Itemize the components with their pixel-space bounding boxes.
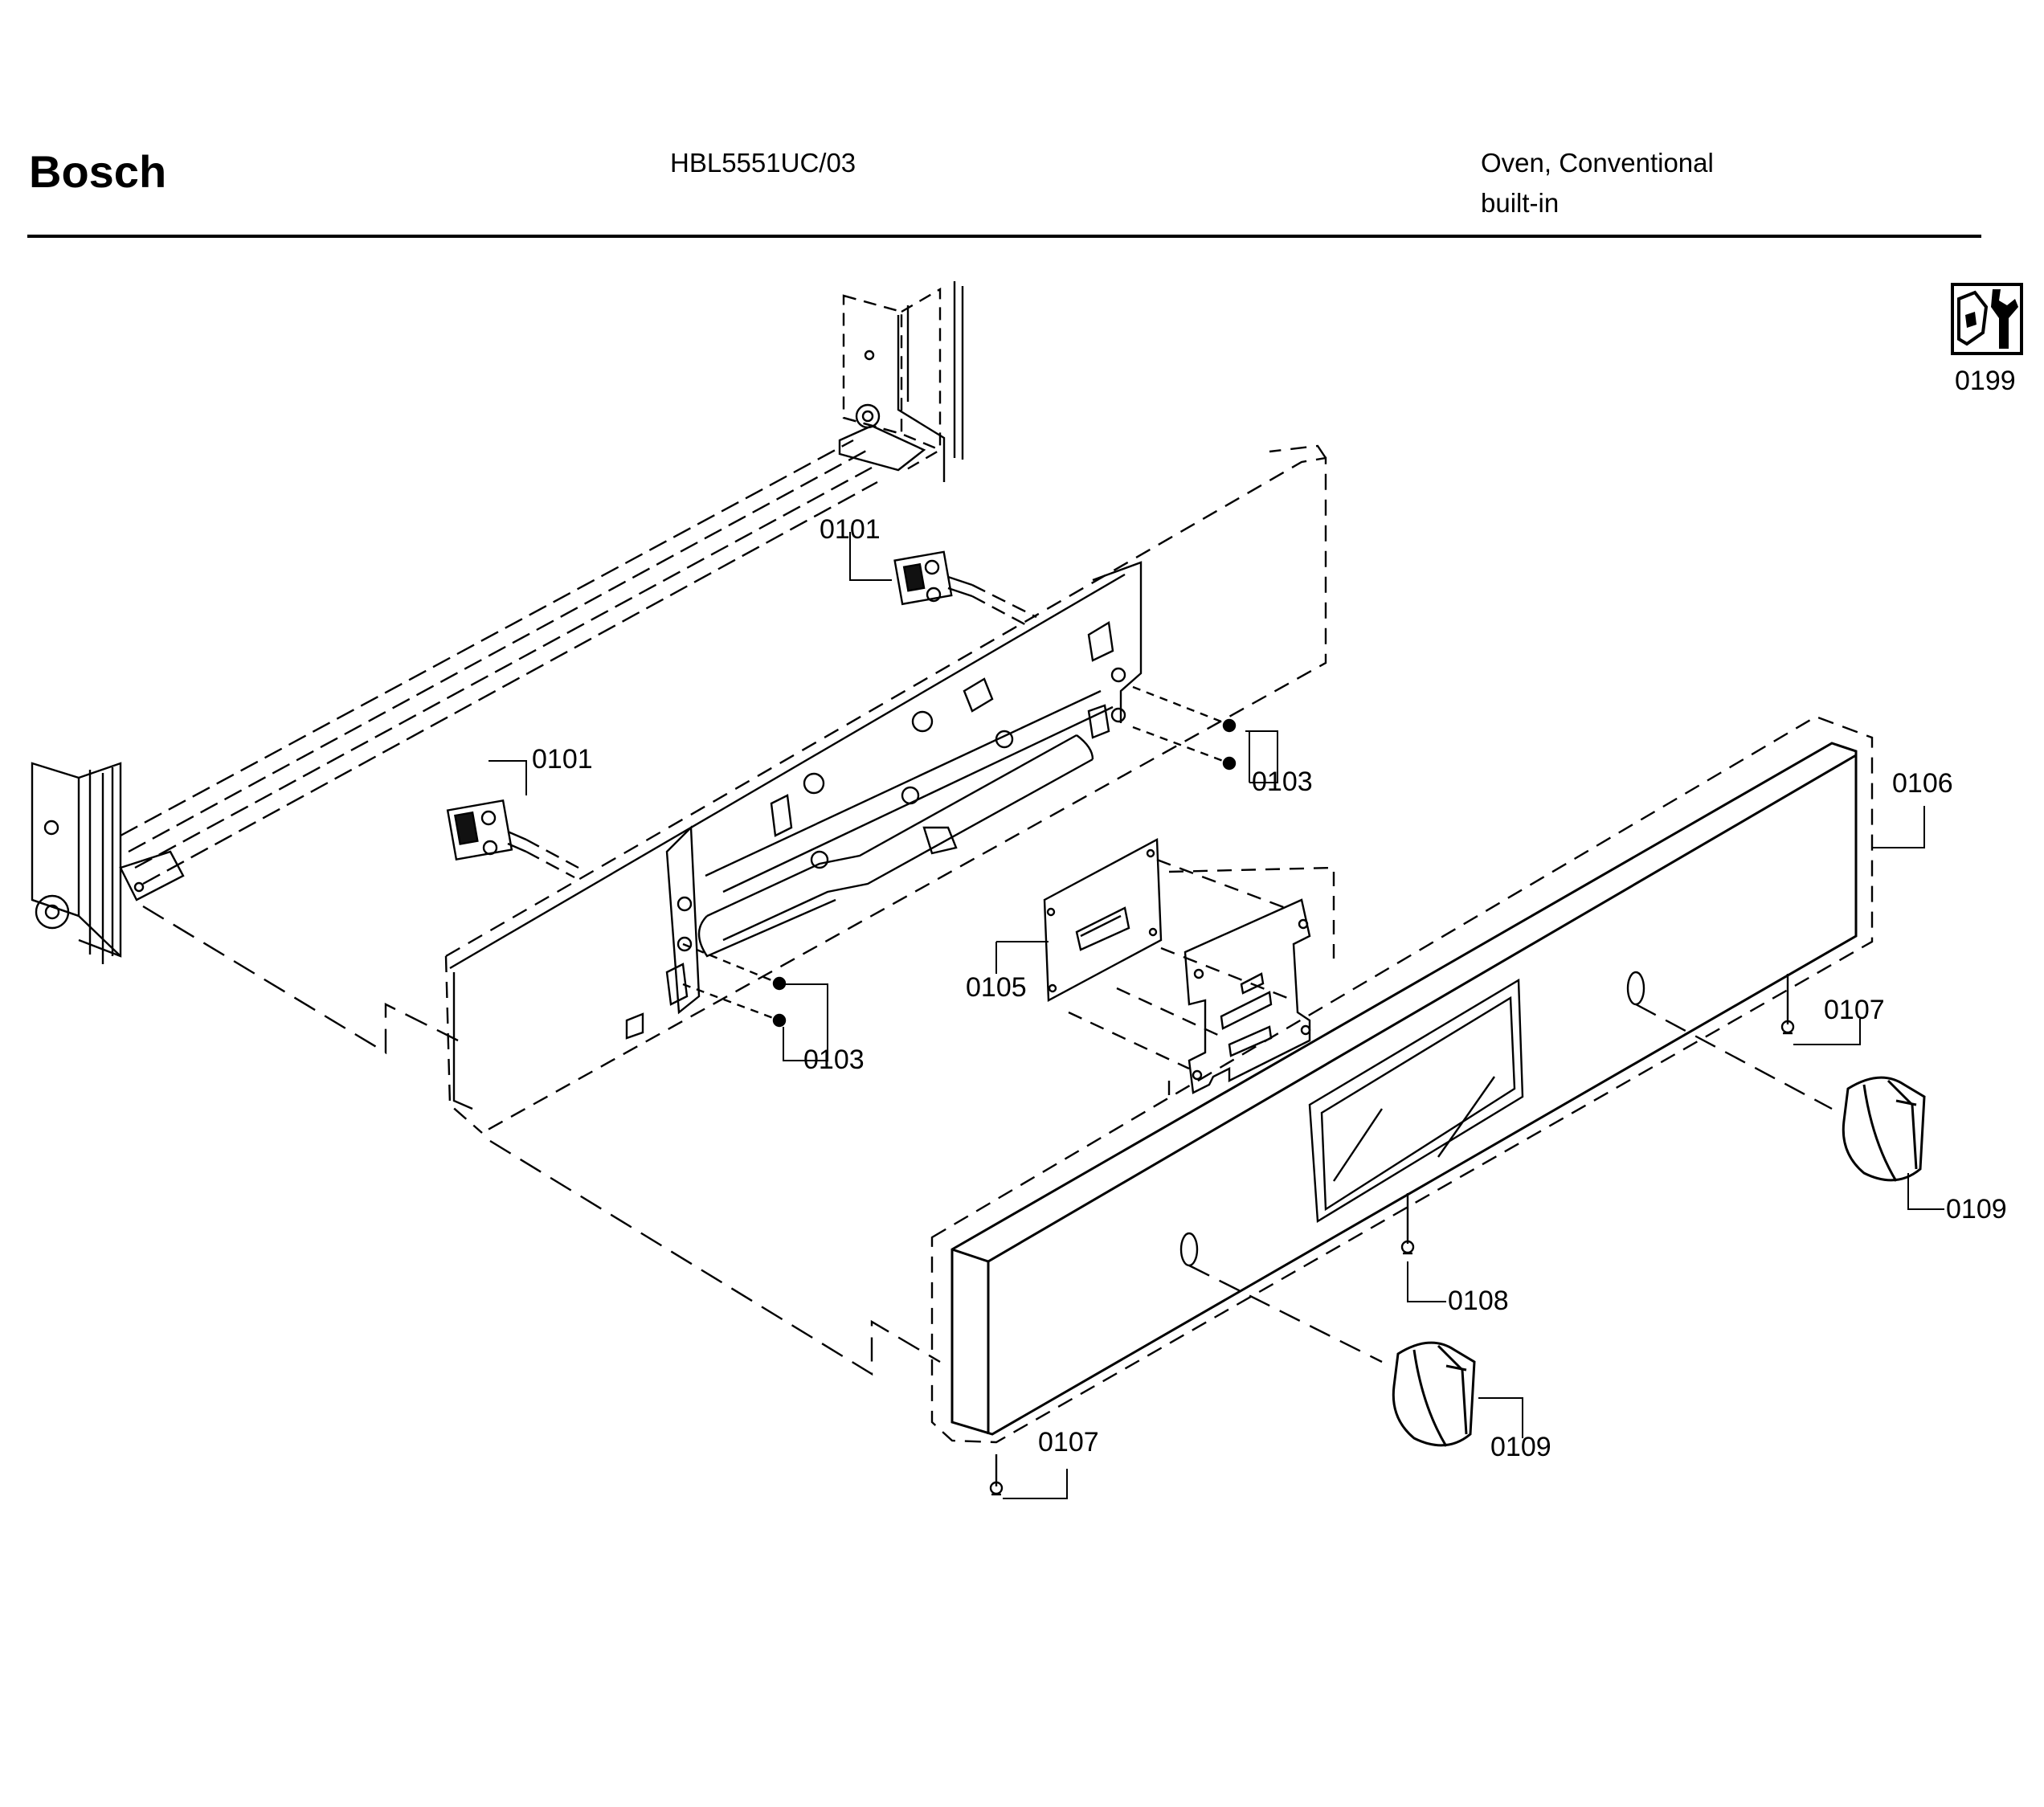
display-window (1308, 978, 1524, 1224)
control-panel-back (444, 444, 1327, 1134)
callout-0107-left: 0107 (1038, 1427, 1099, 1457)
front-fascia-panel (950, 742, 1858, 1436)
leader-lines (489, 532, 1944, 1499)
front-fascia-outline (930, 715, 1874, 1444)
header-rule (27, 235, 1981, 238)
appliance-category: Oven, Conventional (1481, 148, 1714, 178)
control-panel-back-solid (449, 561, 1143, 1110)
fascia-screw-right (1780, 974, 1795, 1035)
appliance-subcategory: built-in (1481, 188, 1560, 218)
fascia-screw-left (989, 1454, 1004, 1496)
callout-0108: 0108 (1448, 1286, 1509, 1316)
selector-switch-lower (446, 799, 579, 879)
control-knob-left (1392, 1341, 1476, 1447)
callout-0103-lower: 0103 (803, 1045, 865, 1075)
callout-0101-lower: 0101 (532, 744, 593, 775)
rear-left-bracket (31, 762, 185, 964)
callout-0105: 0105 (966, 972, 1027, 1003)
rear-upper-bracket (842, 287, 942, 474)
brand-name: Bosch (29, 146, 167, 197)
control-knob-right (1842, 1076, 1926, 1182)
callout-0103-upper: 0103 (1252, 767, 1313, 797)
selector-switch-upper (893, 550, 1037, 630)
control-board-assembly-outline (1068, 858, 1335, 1105)
wrench-icon (1951, 283, 2023, 355)
callout-0101-upper: 0101 (820, 514, 881, 545)
rear-upper-bracket-solid (838, 281, 964, 482)
callout-0106: 0106 (1892, 768, 1953, 799)
knob-shaft-holes (1179, 971, 1833, 1363)
electronic-control-board (1043, 838, 1163, 1002)
tool-icon-label: 0199 (1955, 366, 2016, 396)
control-board-bracket (1183, 898, 1311, 1094)
chassis-lower-outline (142, 905, 941, 1376)
service-tool-icon (1951, 283, 2023, 355)
window-screw (1400, 1193, 1415, 1255)
wiring-channel (625, 621, 1126, 1040)
mounting-screws-upper (1132, 685, 1237, 771)
model-number: HBL5551UC/03 (670, 148, 856, 178)
mounting-screws-lower (682, 942, 787, 1028)
rear-support-rail (120, 439, 878, 885)
callout-0109-right: 0109 (1946, 1194, 2007, 1224)
callout-0109-left: 0109 (1490, 1432, 1551, 1462)
callout-0107-right: 0107 (1824, 995, 1885, 1025)
